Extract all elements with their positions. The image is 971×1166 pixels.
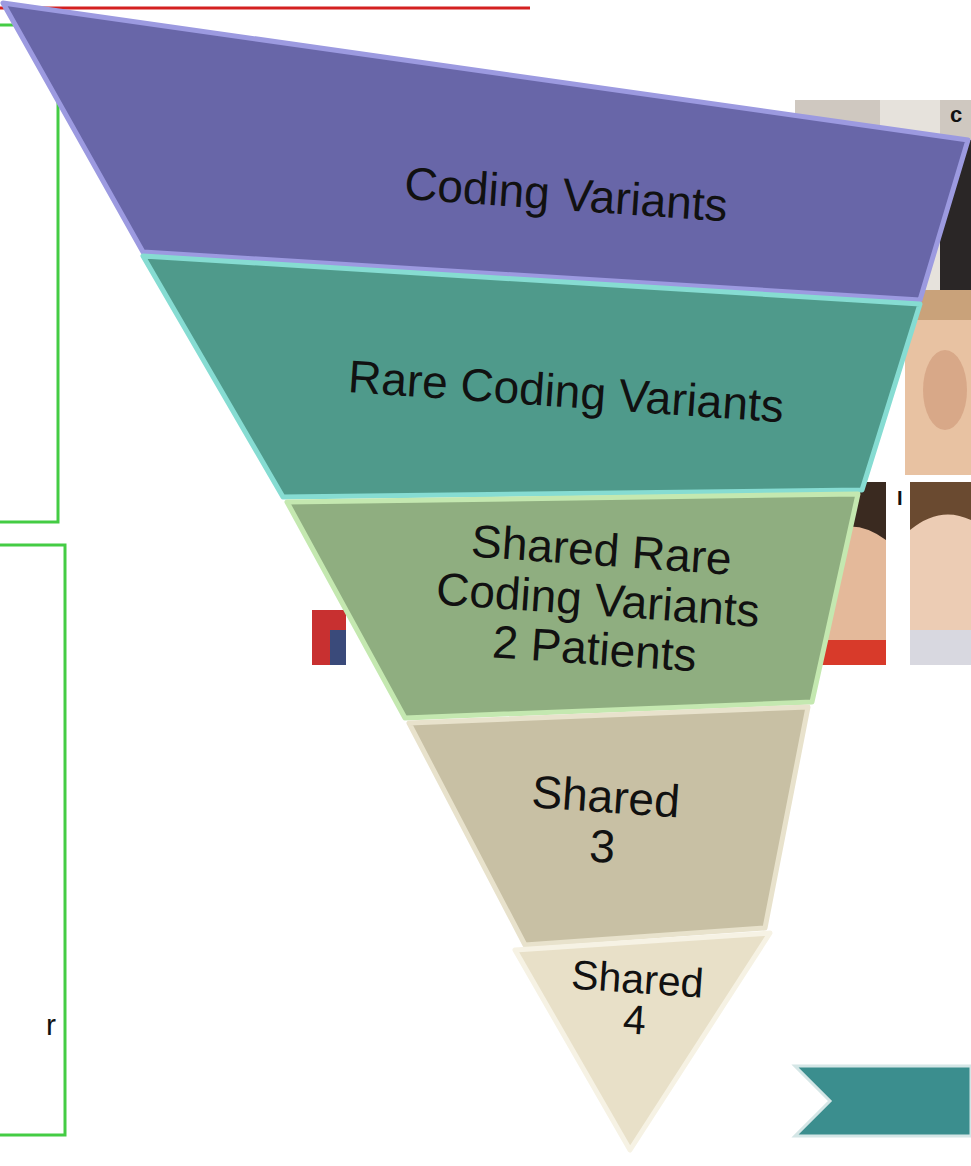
photo-shirt — [330, 630, 346, 665]
photo-ear — [923, 350, 967, 430]
chevron-arrow — [795, 1066, 971, 1136]
label-text: r — [46, 1010, 56, 1040]
panel-text-fragment: r — [46, 1010, 56, 1040]
green-panel — [0, 25, 58, 522]
patient-photo — [312, 610, 346, 665]
patient-photo — [910, 482, 971, 665]
band-text-group: Shared Rare Coding Variants 2 Patients — [421, 514, 776, 687]
band-shape — [287, 494, 858, 718]
band-text-group: Shared 3 — [516, 767, 693, 878]
red-rule — [0, 7, 530, 10]
band-label: Shared Rare Coding Variants 2 Patients — [421, 514, 776, 687]
band-label: Shared 3 — [516, 767, 693, 878]
funnel-band: Rare Coding Variants — [143, 256, 920, 497]
funnel-band: Shared Rare Coding Variants 2 Patients — [287, 494, 858, 718]
photo-skin — [910, 482, 971, 665]
band-shape — [515, 933, 770, 1150]
label-text: I — [897, 488, 903, 508]
band-shape — [409, 707, 808, 945]
band-text-group: Shared 4 — [558, 954, 713, 1046]
band-label: Shared 4 — [558, 954, 713, 1046]
photo-background — [312, 610, 346, 665]
band-shape — [143, 256, 920, 497]
photo-hair — [910, 482, 971, 530]
funnel-band: Shared 3 — [409, 707, 808, 945]
photo-shirt — [910, 630, 971, 665]
label-text: c — [950, 104, 962, 126]
photo-letter: c — [950, 104, 962, 126]
funnel-tip: Shared 4 — [515, 933, 770, 1150]
green-panel — [0, 545, 65, 1135]
photo-letter: I — [897, 488, 903, 508]
